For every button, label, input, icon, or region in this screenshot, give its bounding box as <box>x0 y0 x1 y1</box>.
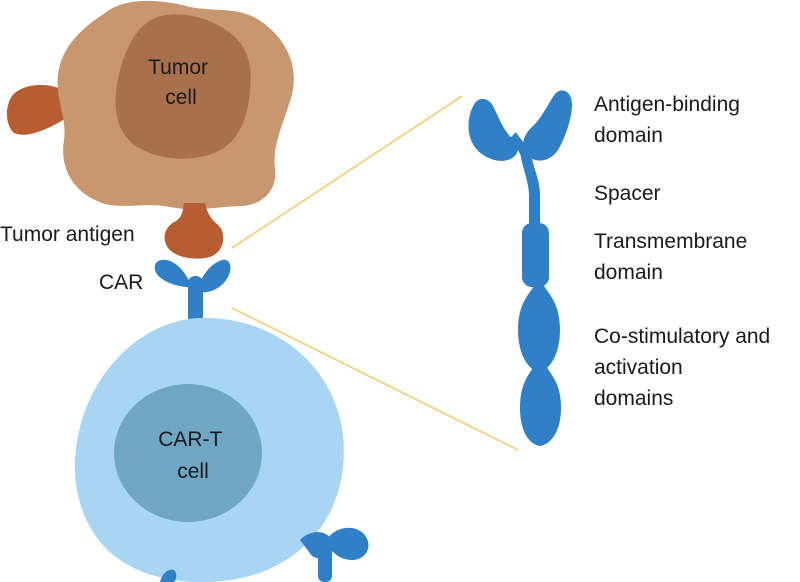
antigen-binding-label-1: Antigen-binding <box>594 93 740 116</box>
car-label: CAR <box>99 271 143 294</box>
svg-text:Transmembrane domain: Transmembrane domain <box>594 230 753 284</box>
costim-label-3: domains <box>594 387 673 410</box>
antigen-binding-label-2: domain <box>594 124 663 147</box>
costim-label-1: Co-stimulatory and <box>594 325 770 348</box>
spacer <box>521 158 540 226</box>
tumor-antigen <box>164 203 224 259</box>
tumor-cell-label-2: cell <box>165 86 197 109</box>
car-t-cell-label-1: CAR-T <box>158 428 222 451</box>
antigen-binding-domain-left <box>468 98 518 161</box>
spacer-label: Spacer <box>594 182 661 205</box>
car-t-cell <box>74 317 344 582</box>
tumor-nucleus <box>115 14 251 159</box>
activation-domain-2 <box>520 366 561 446</box>
car-t-cell-label-2: cell <box>177 460 209 483</box>
car-receptor <box>154 259 231 324</box>
car-t-nucleus <box>114 384 262 522</box>
transmembrane-label-1: Transmembrane <box>594 230 747 253</box>
transmembrane-domain <box>522 223 549 287</box>
svg-text:Co-stimulatory and activat: Co-stimulatory and activation domains <box>594 325 776 410</box>
costim-label-2: activation <box>594 356 683 379</box>
car-receptor-bottom-right <box>300 527 369 582</box>
tumor-cell <box>6 0 294 210</box>
svg-text:Tumor cell: Tumor cell <box>148 56 214 109</box>
svg-text:CAR-T cell: CAR-T cell <box>158 428 228 483</box>
costimulatory-domain-1 <box>518 286 560 372</box>
antigen-binding-domain-right <box>523 90 572 161</box>
car-detail <box>468 90 572 446</box>
svg-text:Antigen-binding domain: Antigen-binding domain <box>594 93 746 147</box>
zoom-lines <box>231 95 519 451</box>
car-receptor-bottom-left <box>160 569 177 582</box>
tumor-cell-label-1: Tumor <box>148 56 208 79</box>
tumor-side-antigen <box>6 85 75 135</box>
hinge <box>510 128 542 160</box>
tumor-antigen-label: Tumor antigen <box>0 223 135 246</box>
transmembrane-label-2: domain <box>594 261 663 284</box>
